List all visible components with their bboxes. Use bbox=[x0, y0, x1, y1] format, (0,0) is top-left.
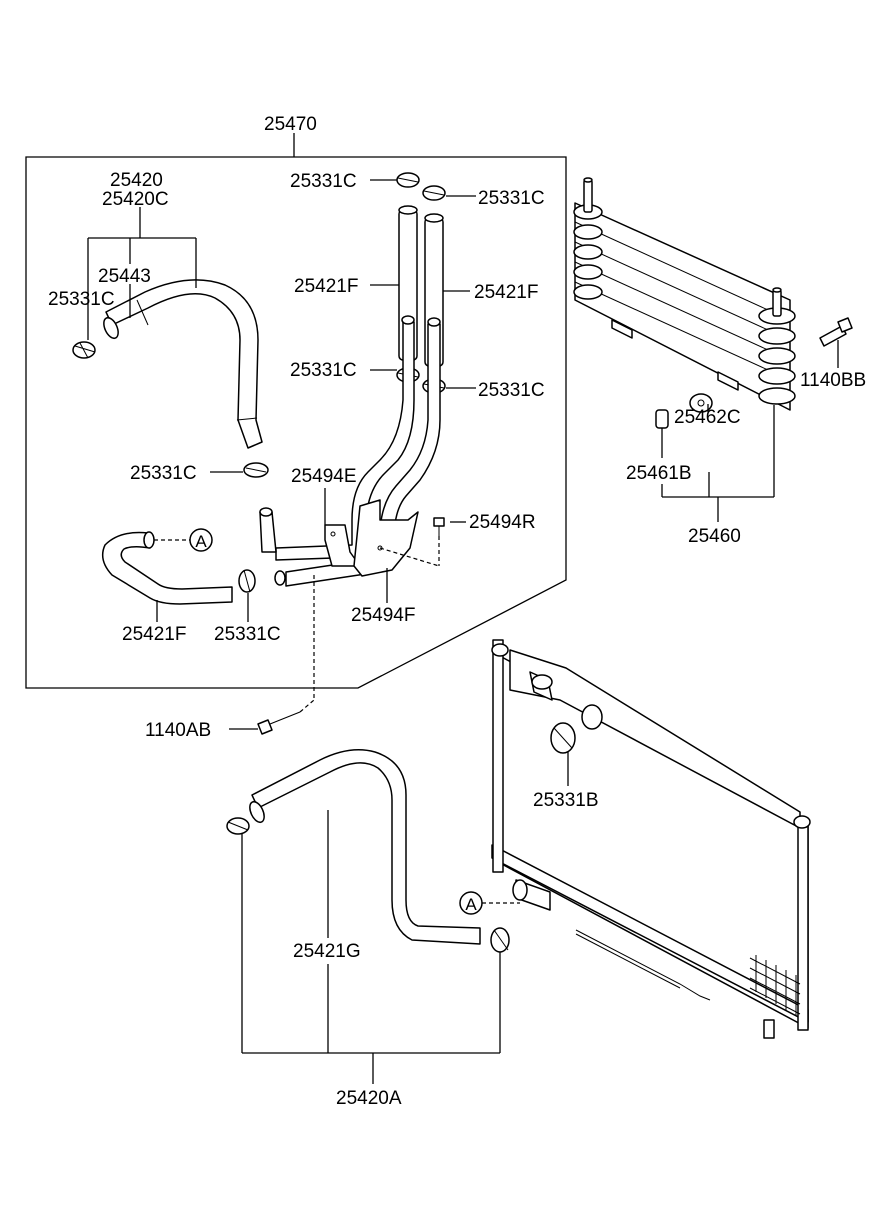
clamp-lower-pair bbox=[238, 462, 269, 593]
label-grommet-c: 25462C bbox=[674, 407, 741, 428]
label-clamp-lower-left: 25331C bbox=[130, 463, 197, 484]
leaders-lower-left bbox=[156, 471, 249, 622]
label-bracket-e: 25494E bbox=[291, 466, 357, 487]
label-clamp-top-a: 25331C bbox=[290, 171, 357, 192]
label-clamp-lower: 25331C bbox=[214, 624, 281, 645]
clamps-25421g bbox=[226, 817, 510, 953]
hose-25420 bbox=[103, 279, 263, 449]
ref-circle-a-lower: A bbox=[459, 891, 483, 915]
leader-cooler-assy bbox=[661, 405, 775, 522]
clamp-left bbox=[72, 341, 96, 359]
label-clamp-mid-b: 25331C bbox=[478, 380, 545, 401]
radiator bbox=[491, 639, 811, 1039]
bent-tubes bbox=[259, 315, 441, 587]
cooler-bolt bbox=[819, 317, 853, 368]
oil-cooler bbox=[573, 177, 796, 411]
ref-a-lower-label: A bbox=[465, 895, 477, 914]
ref-circle-a-upper: A bbox=[189, 528, 213, 552]
ref-a-upper-label: A bbox=[195, 532, 207, 551]
bolt-ab bbox=[229, 699, 315, 735]
label-clamp-top-b: 25331C bbox=[478, 188, 545, 209]
hose-25421g bbox=[249, 749, 481, 945]
label-radiator-clamp: 25331B bbox=[533, 790, 599, 811]
bolt-r bbox=[433, 517, 445, 536]
label-25420: 25420 bbox=[110, 170, 163, 191]
label-25420c: 25420C bbox=[102, 189, 169, 210]
hose-lower-f bbox=[101, 531, 233, 605]
assembly-boundary bbox=[25, 133, 567, 689]
label-pipe-right: 25421F bbox=[474, 282, 538, 303]
label-cooler-assy: 25460 bbox=[688, 526, 741, 547]
label-cooler-bolt: 1140BB bbox=[800, 370, 866, 391]
label-clamp-left: 25331C bbox=[48, 289, 115, 310]
insulator-b bbox=[655, 409, 669, 458]
label-insulator-b: 25461B bbox=[626, 463, 692, 484]
leaders-pipes bbox=[370, 179, 476, 389]
label-bracket-f: 25494F bbox=[351, 605, 415, 626]
label-pipe-left: 25421F bbox=[294, 276, 358, 297]
label-bolt-r: 25494R bbox=[469, 512, 536, 533]
label-bolt-ab: 1140AB bbox=[145, 720, 211, 741]
label-hose-assy-25420a: 25420A bbox=[336, 1088, 402, 1109]
label-hose-lower-f: 25421F bbox=[122, 624, 186, 645]
label-clamp-mid-a: 25331C bbox=[290, 360, 357, 381]
label-25470: 25470 bbox=[264, 114, 317, 135]
grommet-c bbox=[689, 393, 713, 413]
label-25443: 25443 bbox=[98, 266, 151, 287]
label-hose-25421g: 25421G bbox=[293, 941, 361, 962]
radiator-clamp bbox=[550, 722, 576, 786]
leader-25420a bbox=[241, 810, 520, 1084]
leader-25420 bbox=[87, 207, 197, 340]
leaders-brackets bbox=[313, 488, 466, 700]
